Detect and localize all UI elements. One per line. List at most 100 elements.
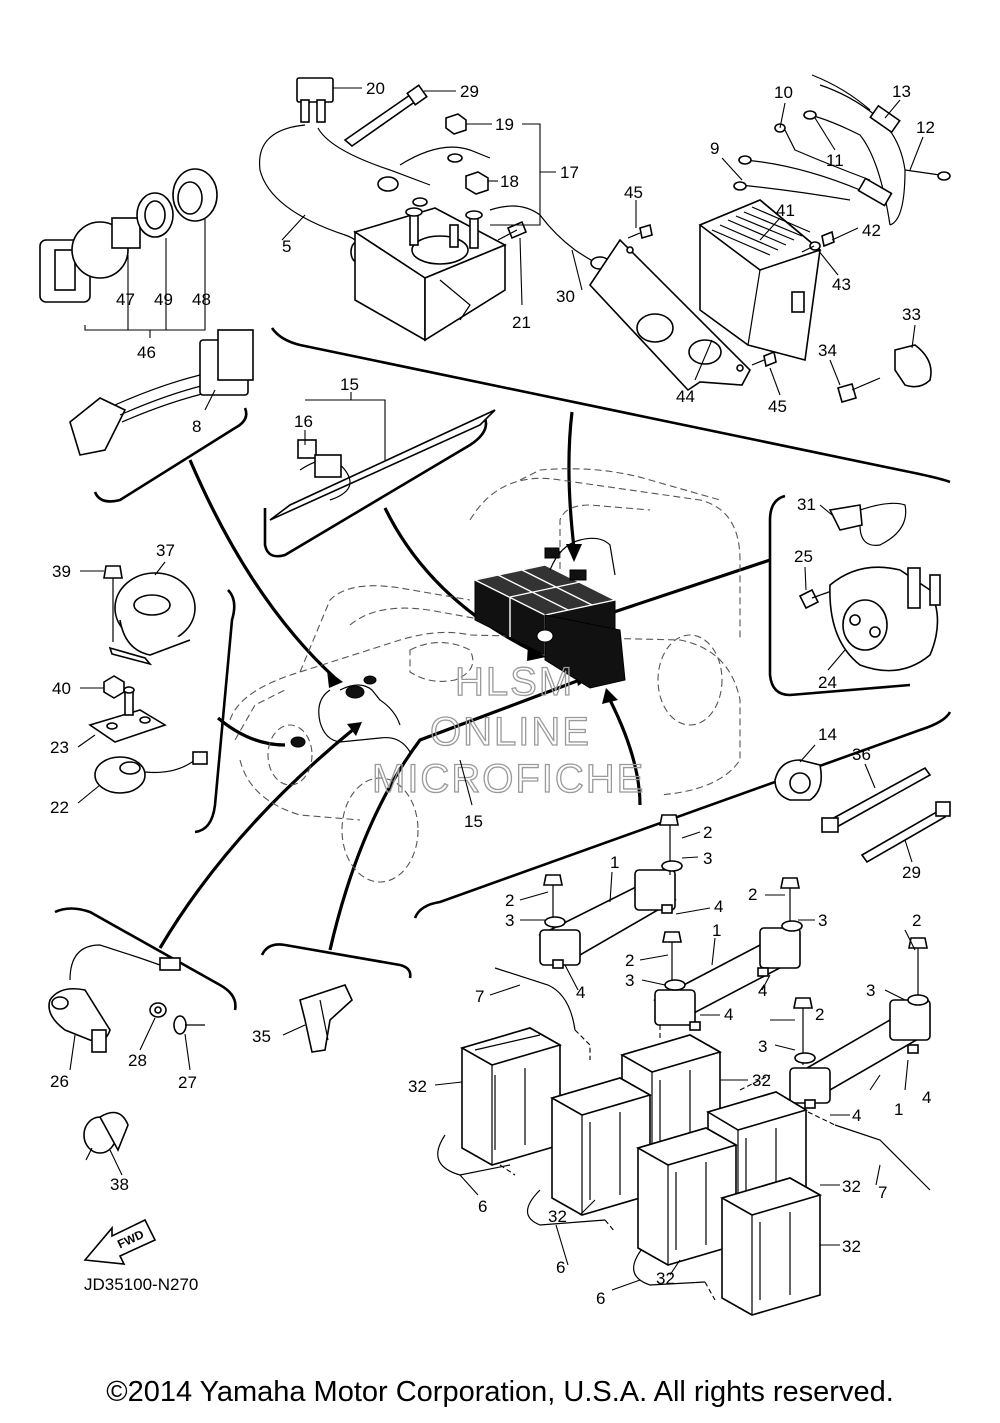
part-33-clip <box>894 344 932 388</box>
part-34-bolt <box>837 377 881 403</box>
callout-7: 7 <box>475 987 484 1006</box>
callout-2: 2 <box>912 911 921 930</box>
arrow-top-to-box <box>567 411 576 549</box>
fwd-arrow: FWD <box>83 1218 157 1265</box>
callout-41: 41 <box>776 201 795 220</box>
frame-bottom-mid <box>260 943 412 979</box>
part-15-harness-upper <box>269 409 496 521</box>
copyright-notice: ©2014 Yamaha Motor Corporation, U.S.A. A… <box>106 1376 894 1408</box>
callout-40: 40 <box>52 679 71 698</box>
callout-4: 4 <box>852 1106 861 1125</box>
part-24-socket <box>829 566 941 672</box>
callout-23: 23 <box>50 738 69 757</box>
part-6-cable-c <box>633 1244 706 1286</box>
callout-32: 32 <box>548 1207 567 1226</box>
battery-3 <box>549 1077 653 1216</box>
bracket-1-lower <box>789 937 931 1109</box>
callout-7: 7 <box>878 1183 887 1202</box>
callout-17: 17 <box>560 163 579 182</box>
callout-2: 2 <box>625 951 634 970</box>
part-30-cable <box>489 205 596 263</box>
arrow-midleft-to-cart <box>216 716 286 747</box>
callout-4: 4 <box>758 981 767 1000</box>
callout-31: 31 <box>797 495 816 514</box>
assembly-lines <box>499 1025 836 1301</box>
callout-3: 3 <box>818 911 827 930</box>
callout-29: 29 <box>902 863 921 882</box>
callout-38: 38 <box>110 1175 129 1194</box>
callout-33: 33 <box>902 305 921 324</box>
part-36-tie-strap <box>821 766 932 833</box>
callout-3: 3 <box>703 849 712 868</box>
frame-top <box>270 327 951 484</box>
part-31-clamp <box>828 502 907 546</box>
part-49-ring <box>136 192 174 238</box>
callout-21: 21 <box>512 313 531 332</box>
callout-20: 20 <box>366 79 385 98</box>
callout-5: 5 <box>282 237 291 256</box>
part-18-nut <box>412 171 489 207</box>
callout-4: 4 <box>576 983 585 1002</box>
diagram-code: JD35100-N270 <box>84 1275 198 1294</box>
part-19-nut <box>445 113 467 163</box>
part-17-end <box>377 176 399 192</box>
battery-6 <box>719 1177 823 1316</box>
callout-30: 30 <box>556 287 575 306</box>
callout-46: 46 <box>137 343 156 362</box>
callout-45: 45 <box>768 397 787 416</box>
part-17-cable <box>317 127 431 186</box>
callout-37: 37 <box>156 541 175 560</box>
bracket-1-middle <box>653 877 803 1031</box>
batteries <box>459 1027 823 1316</box>
part-14-clamp <box>774 759 823 801</box>
callout-15: 15 <box>340 375 359 394</box>
frame-lower-right <box>413 711 952 919</box>
frame-left-mid <box>194 589 236 834</box>
cart-wire-harness <box>290 537 616 753</box>
battery-box <box>472 564 626 689</box>
part-21-bolt <box>497 220 528 241</box>
callout-32: 32 <box>752 1071 771 1090</box>
callout-2: 2 <box>703 823 712 842</box>
arrowhead-top <box>566 544 582 562</box>
callout-4: 4 <box>922 1088 931 1107</box>
watermark-line-2: ONLINE <box>430 710 591 754</box>
callout-6: 6 <box>596 1289 605 1308</box>
callout-42: 42 <box>862 221 881 240</box>
callout-32: 32 <box>842 1237 861 1256</box>
callout-39: 39 <box>52 562 71 581</box>
callout-35: 35 <box>252 1027 271 1046</box>
part-23-bracket <box>88 686 167 743</box>
callout-27: 27 <box>178 1073 197 1092</box>
callout-3: 3 <box>758 1037 767 1056</box>
callout-25: 25 <box>794 547 813 566</box>
part-13-wire-harness <box>733 74 951 226</box>
part-26-socket <box>48 944 181 1053</box>
part-29-tie-strap-top <box>343 84 428 148</box>
part-22-sensor <box>94 751 208 794</box>
part-39-bolt <box>103 565 123 642</box>
part-44-plate <box>588 238 751 392</box>
callout-4: 4 <box>724 1005 733 1024</box>
callout-9: 9 <box>710 139 719 158</box>
bracket-1-upper <box>538 814 683 969</box>
part-20-connector <box>296 77 334 123</box>
watermark-line-3: MICROFICHE <box>372 757 645 801</box>
callout-6: 6 <box>556 1258 565 1277</box>
part-7-cable-lower <box>834 1124 931 1191</box>
callout-8: 8 <box>192 417 201 436</box>
arrow-left-to-dash <box>188 459 337 680</box>
callout-16: 16 <box>294 412 313 431</box>
part-47-key-switch <box>39 217 141 303</box>
callout-26: 26 <box>50 1072 69 1091</box>
part-29-tie-strap-right <box>860 801 951 864</box>
callout-43: 43 <box>832 275 851 294</box>
callout-labels: 20 29 19 18 17 5 21 30 45 10 13 12 9 11 … <box>50 79 935 1308</box>
watermark: HLSM ONLINE MICROFICHE <box>371 659 645 801</box>
callout-3: 3 <box>866 981 875 1000</box>
arrowhead-left <box>327 670 343 688</box>
callout-3: 3 <box>625 971 634 990</box>
callout-29: 29 <box>460 82 479 101</box>
callout-13: 13 <box>892 82 911 101</box>
callout-18: 18 <box>500 172 519 191</box>
